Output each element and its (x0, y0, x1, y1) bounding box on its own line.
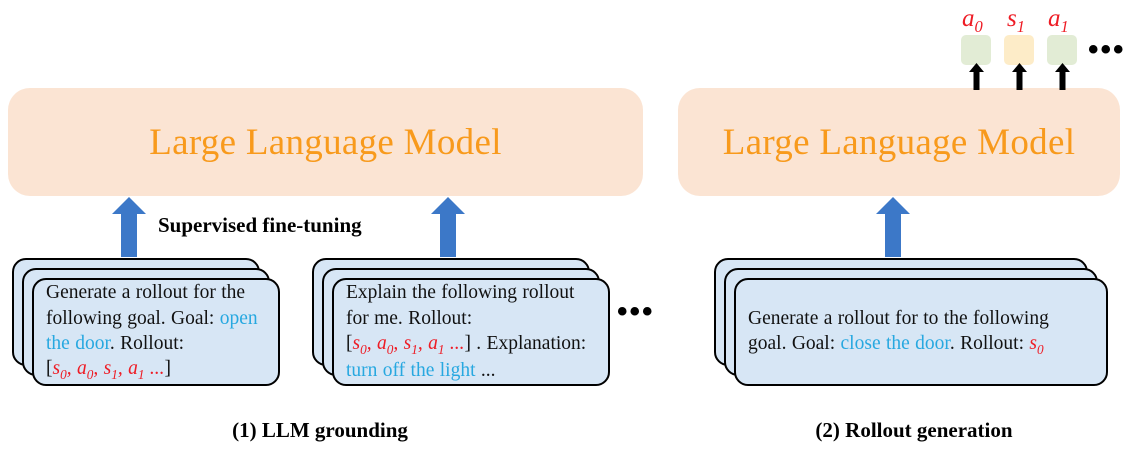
token-box-a1 (1047, 35, 1077, 65)
caption-llm-grounding: (1) LLM grounding (232, 418, 408, 442)
card-text-generate-close-door: Generate a rollout for to the following … (748, 307, 1049, 357)
card-front-explain-rollout[interactable]: Explain the following rollout for me. Ro… (332, 278, 610, 386)
llm-box-label: Large Language Model (722, 121, 1076, 163)
arrow-up-token-a0 (969, 63, 984, 90)
card-text-explain-rollout: Explain the following rollout for me. Ro… (346, 282, 587, 382)
ellipsis-more-tokens: ••• (1088, 33, 1126, 66)
arrow-up-token-s1 (1012, 63, 1027, 90)
token-label-s1: s1 (1007, 5, 1025, 36)
caption-rollout-generation: (2) Rollout generation (815, 418, 1013, 442)
card-front-generate-rollout[interactable]: Generate a rollout for the following goa… (32, 278, 280, 386)
card-text-generate-rollout: Generate a rollout for the following goa… (46, 282, 258, 383)
token-label-a1: a1 (1048, 5, 1069, 36)
arrow-up-card1-to-llm (112, 197, 146, 257)
token-box-s1 (1004, 35, 1034, 65)
arrow-up-card2-to-llm (431, 197, 465, 257)
token-label-a0: a0 (962, 5, 983, 36)
token-box-a0 (961, 35, 991, 65)
card-front-generate-close-door[interactable]: Generate a rollout for to the following … (734, 278, 1108, 386)
supervised-fine-tuning-label: Supervised fine-tuning (158, 213, 362, 237)
arrow-up-card3-to-llm (876, 197, 910, 257)
card-stack-generate-close-door[interactable]: Generate a rollout for to the following … (714, 258, 1114, 386)
card-stack-explain-rollout[interactable]: Explain the following rollout for me. Ro… (312, 258, 612, 386)
ellipsis-more-cards: ••• (617, 295, 655, 328)
llm-box-grounding: Large Language Model (8, 88, 643, 196)
llm-box-rollout-generation: Large Language Model (678, 88, 1120, 196)
llm-box-label: Large Language Model (149, 121, 502, 163)
card-stack-generate-rollout[interactable]: Generate a rollout for the following goa… (12, 258, 280, 386)
arrow-up-token-a1 (1055, 63, 1070, 90)
